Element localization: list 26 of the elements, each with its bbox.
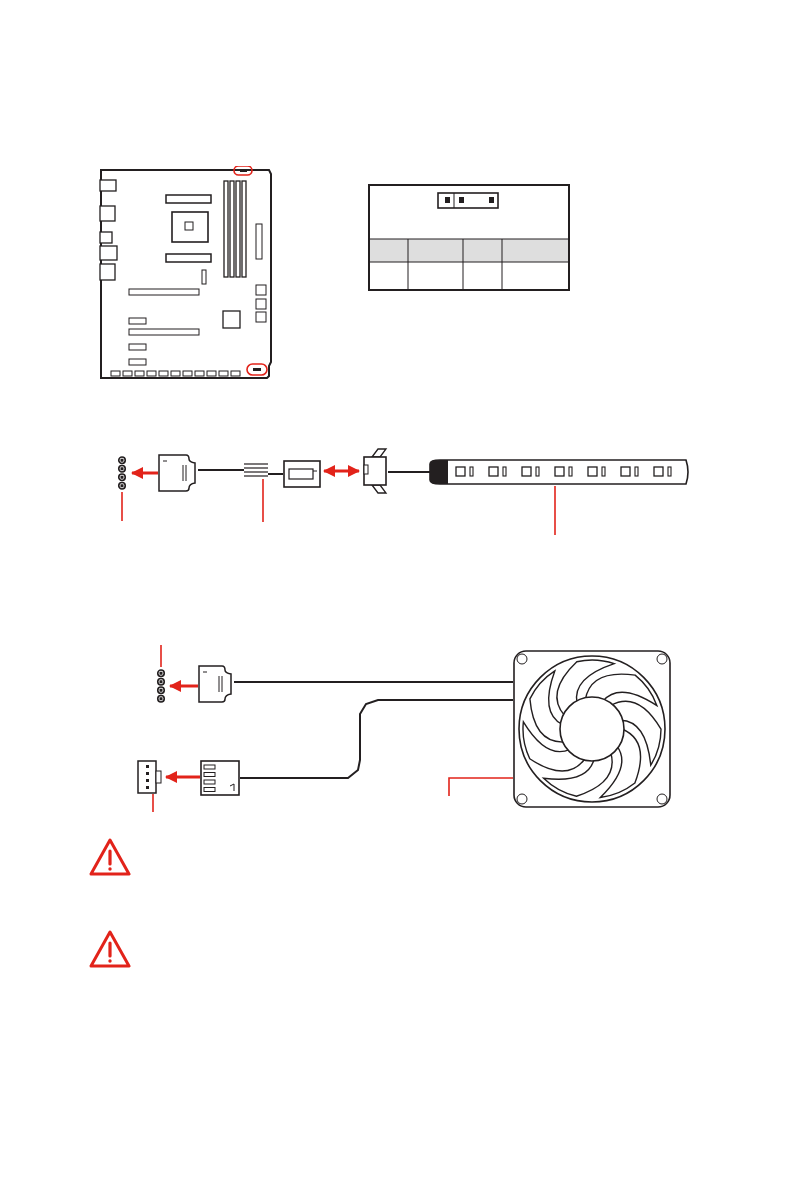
leader-line bbox=[554, 485, 556, 536]
arrow bbox=[169, 680, 198, 692]
led-strip bbox=[430, 458, 690, 486]
cable-wire bbox=[267, 473, 284, 475]
rgb-plug bbox=[198, 665, 234, 703]
cable-wire bbox=[197, 469, 245, 471]
cable bbox=[244, 461, 268, 479]
rgb-plug bbox=[158, 454, 198, 492]
cable-wire bbox=[239, 699, 514, 779]
cable-wire bbox=[387, 471, 431, 473]
leader-line bbox=[160, 644, 162, 668]
leader-line bbox=[121, 491, 123, 522]
cable-connector bbox=[283, 460, 321, 488]
arrow bbox=[131, 467, 158, 479]
arrow bbox=[165, 771, 200, 783]
cable-wire bbox=[233, 681, 514, 683]
pin-header bbox=[115, 454, 129, 492]
fan-drawing bbox=[513, 650, 671, 808]
leader-line bbox=[152, 793, 154, 813]
fan-header bbox=[137, 760, 163, 794]
pin-header bbox=[155, 667, 167, 705]
arrow bbox=[323, 465, 360, 477]
strip-connector bbox=[362, 447, 388, 495]
leader-line bbox=[448, 777, 514, 797]
fan-plug bbox=[200, 760, 240, 796]
leader-line bbox=[262, 478, 264, 523]
